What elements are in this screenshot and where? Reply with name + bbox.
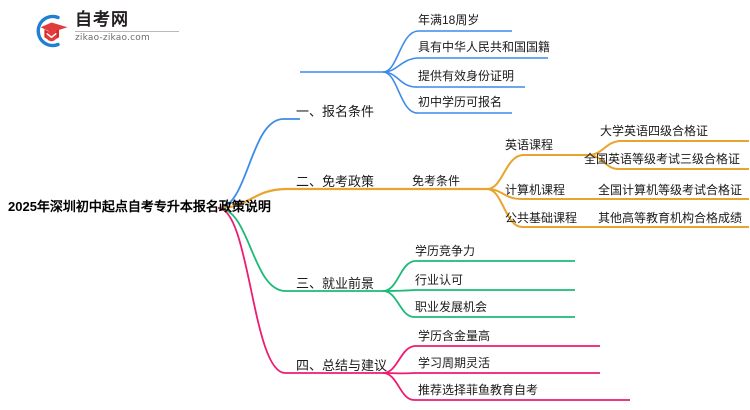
branch-4-child-1[interactable]: 学历含金量高 <box>418 329 491 343</box>
branch-1-child-2-wire <box>382 57 548 73</box>
branch-2-cert-pets3[interactable]: 全国英语等级考试三级合格证 <box>584 152 741 166</box>
branch-1-child-1[interactable]: 年满18周岁 <box>418 13 480 27</box>
branch-3-child-3[interactable]: 职业发展机会 <box>415 300 488 314</box>
branch-4-child-3-wire <box>382 372 630 401</box>
branch-3-child-1-wire <box>382 260 575 292</box>
trunk-branch-4 <box>217 207 300 374</box>
branch-node-1[interactable]: 一、报名条件 <box>296 104 375 119</box>
logo-divider <box>75 31 179 32</box>
graduation-cap-icon <box>36 14 68 48</box>
branch-4-child-3[interactable]: 推荐选择菲鱼教育自考 <box>418 383 539 397</box>
branch-2-course-computer[interactable]: 计算机课程 <box>505 183 566 197</box>
branch-2-cert-other-institution[interactable]: 其他高等教育机构合格成绩 <box>598 211 743 225</box>
trunk-branch-3 <box>217 207 300 292</box>
branch-node-2[interactable]: 二、免考政策 <box>296 174 375 189</box>
branch-2-public-wire <box>486 188 588 229</box>
branch-1-child-2[interactable]: 具有中华人民共和国国籍 <box>418 40 551 54</box>
branch-2-cert-2-wire <box>587 154 749 171</box>
logo-name-cn: 自考网 <box>75 10 129 29</box>
branch-3-child-2-wire <box>382 289 575 292</box>
branch-3-child-1[interactable]: 学历竞争力 <box>415 244 476 258</box>
branch-3-child-3-wire <box>382 290 575 318</box>
branch-4-child-1-wire <box>382 345 600 374</box>
branch-2-english-wire <box>486 154 588 190</box>
branch-2-exemption-conditions[interactable]: 免考条件 <box>412 174 461 188</box>
logo-wordmark: 自考网 zikao-zikao.com <box>74 10 189 44</box>
branch-2-cert-ncre[interactable]: 全国计算机等级考试合格证 <box>598 183 743 197</box>
branch-3-child-2[interactable]: 行业认可 <box>415 273 464 287</box>
branch-2-course-english[interactable]: 英语课程 <box>505 138 554 152</box>
trunk-branch-1 <box>217 118 300 209</box>
branch-1-child-1-wire <box>382 30 512 73</box>
branch-1-child-3[interactable]: 提供有效身份证明 <box>418 69 515 83</box>
mindmap-root-node[interactable]: 2025年深圳初中起点自考专升本报名政策说明 <box>8 199 271 214</box>
branch-1-child-4-wire <box>382 71 512 114</box>
branch-1-child-4[interactable]: 初中学历可报名 <box>418 95 503 109</box>
branch-2-cert-cet4[interactable]: 大学英语四级合格证 <box>600 124 709 138</box>
branch-4-child-2[interactable]: 学习周期灵活 <box>418 356 491 370</box>
logo-name-en: zikao-zikao.com <box>75 33 150 43</box>
branch-2-course-public[interactable]: 公共基础课程 <box>505 211 578 225</box>
branch-node-3[interactable]: 三、就业前景 <box>296 276 375 291</box>
branch-node-4[interactable]: 四、总结与建议 <box>296 358 388 373</box>
trunk-branch-2 <box>217 187 300 210</box>
site-logo: 自考网 zikao-zikao.com <box>28 10 188 52</box>
